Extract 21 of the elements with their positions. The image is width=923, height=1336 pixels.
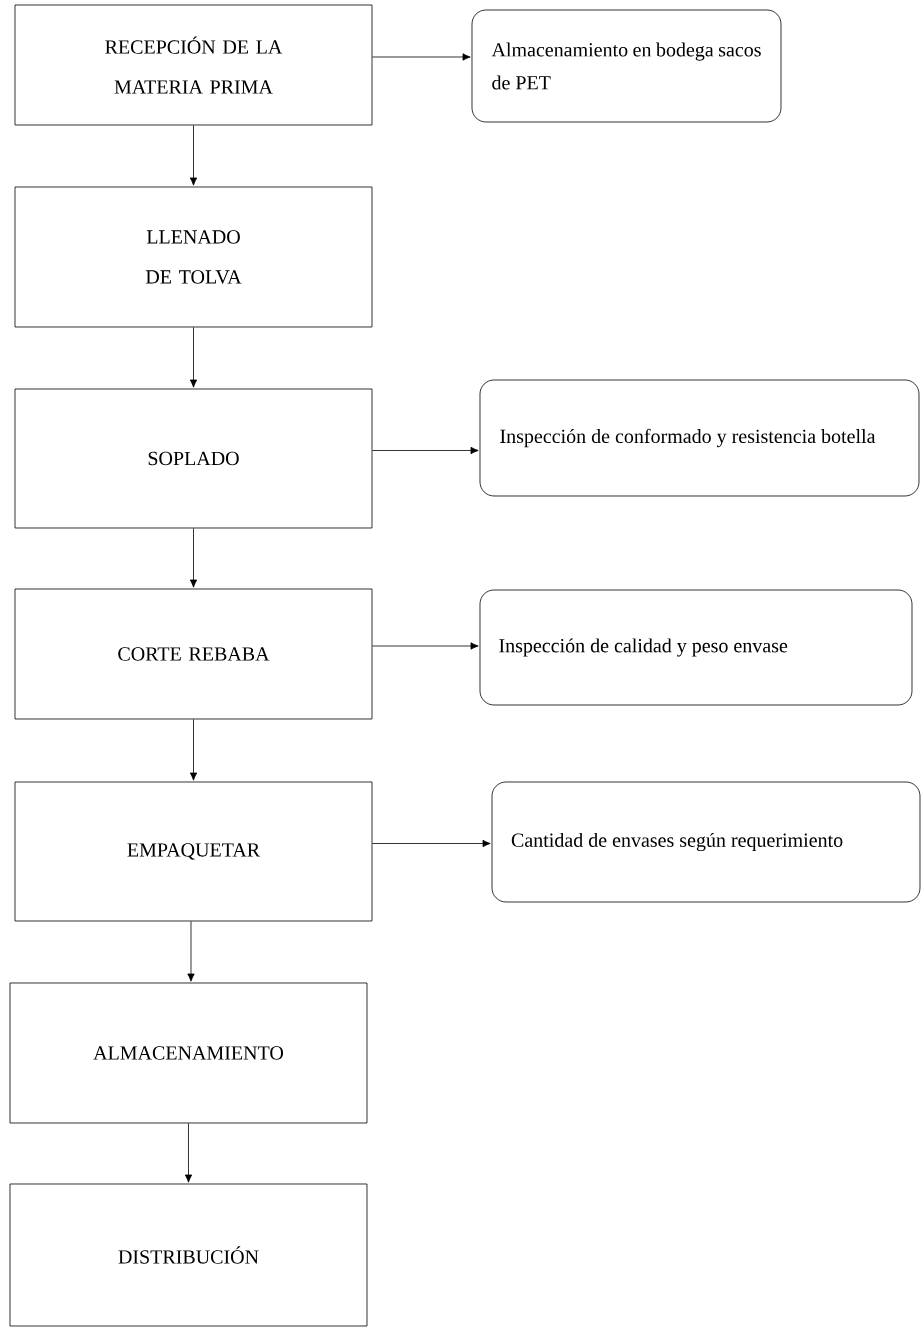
process-box: RECEPCIÓN DE LA MATERIA PRIMA (14, 4, 373, 126)
process-box: ALMACENAMIENTO (9, 982, 368, 1124)
note-box: Almacenamiento en bodega sacos de PET (471, 9, 782, 123)
arrow (372, 839, 491, 848)
arrow (372, 53, 471, 61)
process-box: DISTRIBUCIÓN (9, 1183, 368, 1327)
arrow (187, 921, 195, 982)
note-box: Inspección de conformado y resistencia botella (479, 379, 920, 497)
arrow (189, 528, 198, 588)
process-box: LLENADO DE TOLVA (14, 186, 373, 328)
arrow (184, 1123, 193, 1183)
arrow (189, 719, 198, 781)
note-box: Inspección de calidad y peso envase (479, 589, 913, 706)
arrow (189, 125, 198, 186)
arrow (372, 642, 479, 650)
arrow (372, 446, 479, 455)
process-box: EMPAQUETAR (14, 781, 373, 922)
process-box: SOPLADO (14, 388, 373, 529)
arrow (189, 327, 198, 388)
process-box: CORTE REBABA (14, 588, 373, 720)
note-box: Cantidad de envases según requerimiento (491, 781, 921, 903)
